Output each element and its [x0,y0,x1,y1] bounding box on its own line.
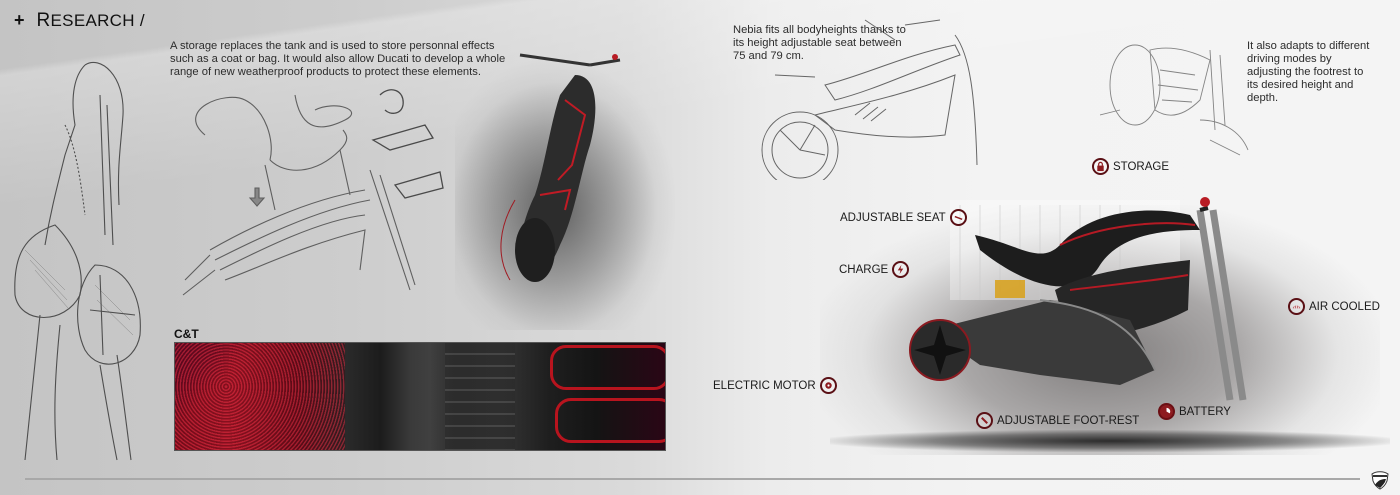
callout-charge: CHARGE [839,261,910,278]
page-header: + RESEARCH / [14,10,145,32]
seat-icon [949,209,967,226]
callout-adjustable-foot-rest: ADJUSTABLE FOOT-REST [976,412,1139,429]
render-ground-shadow [830,430,1390,452]
front-pencil-sketch [1100,44,1249,156]
ducati-shield-logo [1371,471,1389,490]
side-pencil-sketch [761,19,978,180]
footrest-icon [976,412,993,429]
callout-air-cooled: AIR COOLED [1288,298,1380,315]
motor-icon [819,377,837,394]
storage-description: A storage replaces the tank and is used … [170,40,506,78]
callout-label: ELECTRIC MOTOR [713,379,816,392]
red-frame-detail [550,345,665,390]
callout-label: AIR COOLED [1309,300,1380,313]
page-title: RESEARCH / [36,10,145,31]
topview-motorcycle-render [500,53,621,282]
lightning-icon [892,261,910,278]
callout-adjustable-seat: ADJUSTABLE SEAT [840,209,967,226]
callout-label: BATTERY [1179,405,1231,418]
callout-label: ADJUSTABLE SEAT [840,211,946,224]
fan-icon [1288,298,1305,315]
red-frame-detail-2 [555,398,665,443]
footrest-description: It also adapts to different driving mode… [1247,40,1370,104]
callout-storage: STORAGE [1092,158,1169,175]
chevron-texture [445,343,515,450]
plus-icon: + [14,10,25,30]
callout-battery: BATTERY [1158,403,1231,420]
lock-icon [1092,158,1109,175]
red-knit-texture [175,343,345,450]
callout-label: STORAGE [1113,160,1170,173]
figure-sketch [14,61,141,461]
callout-label: CHARGE [839,263,889,276]
storage-pencil-sketch [182,89,444,296]
materials-texture-strip [174,342,666,451]
materials-label: C&T [174,327,199,341]
battery-gauge-icon [1158,403,1175,420]
side-motorcycle-render [909,197,1247,401]
callout-label: ADJUSTABLE FOOT-REST [997,414,1140,427]
footer-divider [25,478,1360,480]
callout-electric-motor: ELECTRIC MOTOR [713,377,837,394]
nebia-description: Nebia fits all bodyheights thanks to its… [733,24,906,62]
